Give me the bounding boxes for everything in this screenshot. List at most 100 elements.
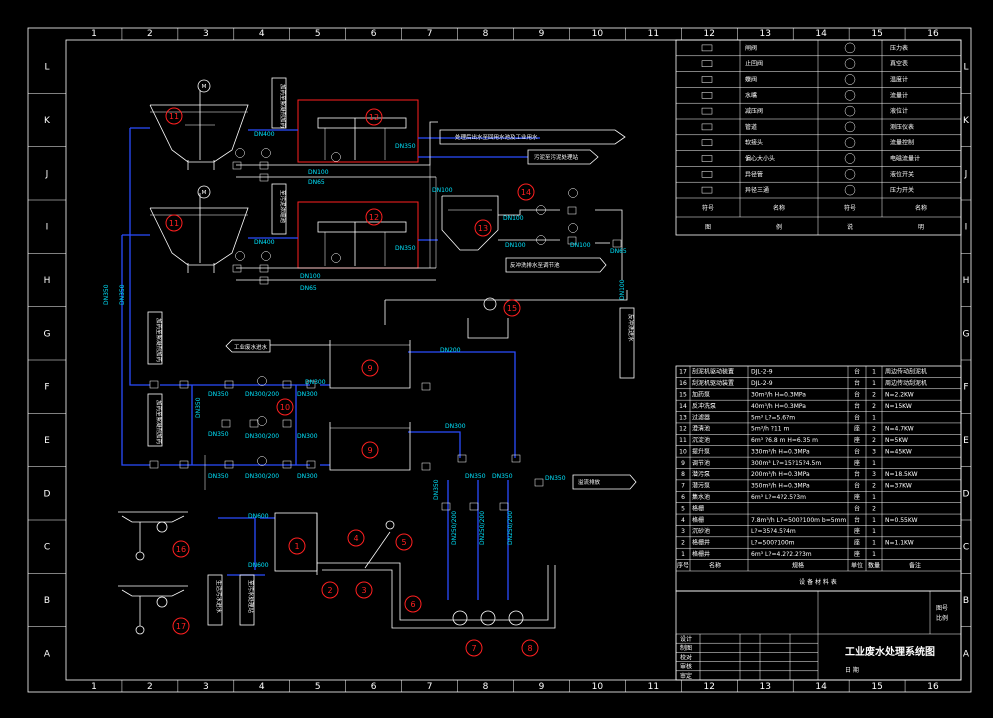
- equipment-callout: [503, 299, 521, 317]
- equip-note: N=1.1KW: [885, 540, 914, 547]
- equip-note: N=2.2KW: [885, 391, 914, 398]
- valve-icon: [149, 380, 159, 389]
- grid-col-9: 9: [539, 29, 545, 39]
- equip-qty: 2: [872, 505, 876, 512]
- equipment-table-caption: 设 备 材 料 表: [799, 578, 837, 586]
- equip-qty: 2: [872, 391, 876, 398]
- equip-spec: 350m³/h H=0.3MPa: [751, 483, 810, 490]
- legend-item-label: 软接头: [745, 139, 763, 147]
- legend-item-label: 管道: [745, 123, 757, 131]
- grid-col-14: 14: [815, 682, 827, 692]
- grid-col-13: 13: [759, 29, 770, 39]
- valve-icon: [421, 382, 431, 391]
- grid-row-E: E: [44, 436, 50, 446]
- equip-name: 潜污泵: [692, 482, 710, 490]
- grid-col-1: 1: [91, 29, 97, 39]
- pump-icon: [536, 205, 546, 215]
- grid-col-8: 8: [483, 682, 489, 692]
- equip-no: 2: [681, 540, 685, 547]
- svg-text:M: M: [202, 84, 207, 90]
- legend-item-label: 温度计: [890, 76, 908, 84]
- label-dn300-200-e: DN300/200: [245, 433, 279, 440]
- grid-col-10: 10: [592, 29, 604, 39]
- grid-col-16: 16: [927, 29, 939, 39]
- equipment-callout: [474, 219, 492, 237]
- grid-col-9: 9: [539, 682, 545, 692]
- legend-symbol-icon: [701, 186, 713, 194]
- title-block-right-label: 图号: [936, 605, 948, 612]
- label-dn300-f: DN300: [297, 391, 318, 398]
- legend-instrument-icon: [844, 153, 856, 164]
- legend-item-label: 液位开关: [890, 170, 914, 178]
- equip-qty: 3: [872, 471, 876, 478]
- equipment-callout-number: 9: [367, 446, 372, 455]
- grid-row-L: L: [963, 63, 968, 73]
- grid-row-E: E: [963, 436, 969, 446]
- grid-row-G: G: [44, 329, 51, 339]
- scraper-drive-17: [118, 585, 188, 635]
- equip-spec: 200m³/h H=0.3MPa: [751, 471, 810, 478]
- legend-footer: 明: [918, 224, 924, 231]
- clarifier-top: [297, 99, 419, 163]
- valve-icon: [232, 264, 242, 273]
- pipes-blue: [121, 127, 540, 600]
- label-dn250-c: DN250/200: [507, 511, 514, 545]
- legend-item-label: 流量控制: [890, 139, 914, 147]
- equip-name: 格栅: [692, 516, 704, 524]
- equip-no: 6: [681, 494, 685, 501]
- equip-spec: 5m³ L?=5.6?m: [751, 414, 795, 421]
- grid-row-K: K: [44, 116, 51, 126]
- label-dn300-e-right: DN300: [445, 423, 466, 430]
- grid-row-J: J: [964, 169, 968, 179]
- equipment-callout: [404, 595, 422, 613]
- equip-unit: 台: [854, 447, 860, 455]
- equip-spec: L?=500?100m: [751, 540, 795, 547]
- pump-icon: [568, 223, 578, 233]
- equip-name: 加药泵: [692, 390, 710, 398]
- equipment-callout: [321, 581, 339, 599]
- equip-qty: 1: [872, 369, 876, 376]
- legend-symbol-icon: [701, 155, 713, 162]
- grid-col-7: 7: [427, 682, 433, 692]
- equip-no: 15: [679, 391, 687, 398]
- label-dn300-200-d: DN300/200: [245, 473, 279, 480]
- valve-icon: [469, 502, 479, 511]
- grid-row-C: C: [963, 543, 969, 553]
- equip-spec: 6m³ L?=4.2?2.2?3m: [751, 551, 812, 558]
- legend-symbol-icon: [701, 107, 713, 115]
- equip-note: N=15KW: [885, 403, 912, 410]
- legend-instrument-icon: [844, 74, 856, 85]
- legend-item-label: 压力开关: [890, 186, 914, 194]
- label-dn350-left-b: DN350: [119, 284, 126, 305]
- equipment-callout-number: 16: [176, 545, 186, 554]
- legend-instrument-icon: [844, 90, 856, 101]
- equip-note: N=37KW: [885, 483, 912, 490]
- grid-col-1: 1: [91, 682, 97, 692]
- flow-to-reuse: 处理后出水至回用水池及工业用水: [455, 133, 538, 141]
- equip-name: 提升泵: [692, 447, 710, 455]
- equipment-callout: [172, 540, 190, 558]
- label-dn200-g: DN200: [440, 347, 461, 354]
- equip-note: N=45KW: [885, 448, 912, 455]
- equipment-callout-number: 12: [369, 113, 379, 122]
- legend-instrument-icon: [844, 58, 856, 69]
- equip-unit: 台: [854, 516, 860, 524]
- label-dn100-right: DN100: [619, 279, 626, 300]
- equip-name: 沉砂池: [692, 527, 710, 535]
- equipment-callout-number: 3: [361, 586, 366, 595]
- equip-qty: 2: [872, 483, 876, 490]
- flow-texts: 处理后出水至回用水池及工业用水 污泥至污泥处理站 工业废水进水 溢流排放 反冲洗…: [155, 84, 635, 614]
- equip-qty: 2: [872, 426, 876, 433]
- equip-name: 集水池: [692, 493, 710, 501]
- label-dn300-200-f: DN300/200: [245, 391, 279, 398]
- equip-note: 周边传动刮泥机: [885, 368, 927, 376]
- legend-item-label: 异径三通: [745, 186, 769, 194]
- legend-instrument-icon: [844, 184, 856, 196]
- title-block-right-label: 比例: [936, 614, 948, 622]
- grid-col-2: 2: [147, 682, 153, 692]
- equip-qty: 1: [872, 414, 876, 421]
- equip-no: 13: [679, 414, 687, 421]
- grid-row-H: H: [963, 276, 970, 286]
